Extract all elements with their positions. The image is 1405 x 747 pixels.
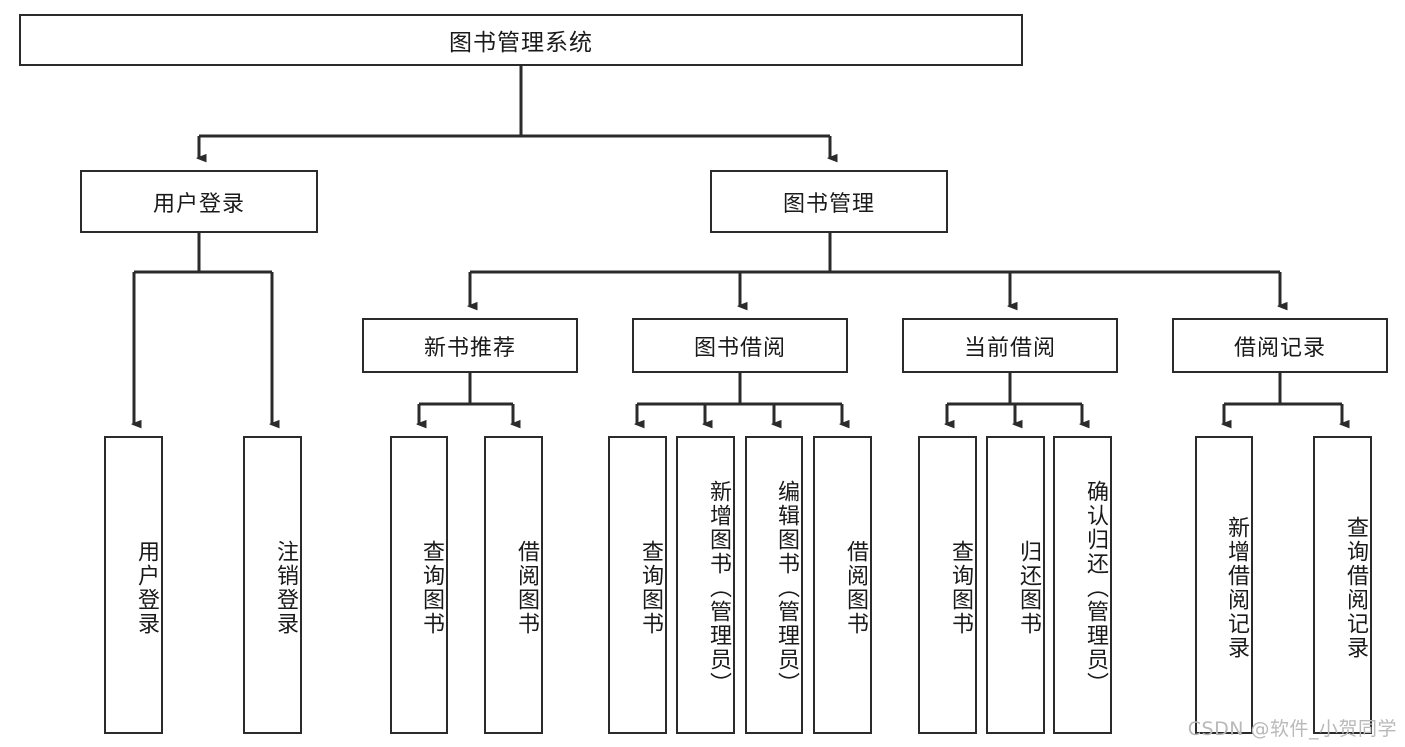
leaf-borrow-book[interactable]: 借阅图书: [813, 436, 872, 734]
leaf-query-book-recommend[interactable]: 查询图书: [390, 436, 448, 734]
node-book-borrow[interactable]: 图书借阅: [632, 318, 848, 373]
node-new-book-recommend[interactable]: 新书推荐: [362, 318, 578, 373]
node-book-management[interactable]: 图书管理: [710, 170, 948, 233]
node-user-login[interactable]: 用户登录: [80, 170, 318, 233]
node-root[interactable]: 图书管理系统: [19, 14, 1023, 66]
leaf-confirm-return-admin[interactable]: 确认归还（管理员）: [1053, 436, 1112, 734]
leaf-edit-book-admin[interactable]: 编辑图书（管理员）: [745, 436, 803, 734]
node-borrow-records[interactable]: 借阅记录: [1172, 318, 1388, 373]
leaf-query-book-borrow[interactable]: 查询图书: [608, 436, 667, 734]
csdn-watermark: CSDN @软件_小贺同学: [1187, 718, 1397, 740]
leaf-user-login[interactable]: 用户登录: [104, 436, 163, 734]
leaf-query-borrow-record[interactable]: 查询借阅记录: [1313, 436, 1372, 734]
leaf-logout[interactable]: 注销登录: [243, 436, 302, 734]
leaf-return-book[interactable]: 归还图书: [986, 436, 1045, 734]
leaf-add-book-admin[interactable]: 新增图书（管理员）: [676, 436, 735, 734]
leaf-add-borrow-record[interactable]: 新增借阅记录: [1195, 436, 1253, 734]
node-current-borrow[interactable]: 当前借阅: [902, 318, 1118, 373]
leaf-borrow-book-recommend[interactable]: 借阅图书: [484, 436, 543, 734]
leaf-query-book-current[interactable]: 查询图书: [918, 436, 977, 734]
